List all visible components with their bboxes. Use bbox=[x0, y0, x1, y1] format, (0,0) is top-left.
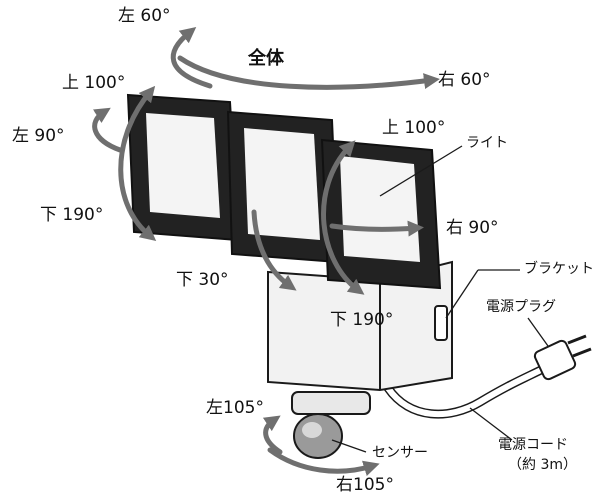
arrow-sensor-left bbox=[262, 415, 283, 455]
bracket-screw bbox=[434, 305, 448, 341]
label-panel3-up: 上 100° bbox=[382, 118, 446, 138]
power-cord bbox=[383, 363, 550, 419]
arrow-whole-right bbox=[177, 55, 440, 90]
arrow-panel2-down bbox=[251, 209, 297, 291]
callout-sensor: センサー bbox=[372, 445, 428, 461]
callout-cord-note: （約 3m） bbox=[508, 457, 577, 473]
leader-sensor bbox=[331, 439, 367, 453]
arrow-whole-left bbox=[170, 26, 213, 89]
leader-bracket bbox=[445, 269, 479, 319]
arrow-panel1-left bbox=[92, 107, 123, 153]
label-sensor-left: 左105° bbox=[206, 398, 264, 418]
light-panel-1 bbox=[126, 93, 240, 242]
callout-bracket: ブラケット bbox=[524, 261, 594, 277]
label-panel3-right: 右 90° bbox=[446, 218, 499, 238]
arrow-sensor-right bbox=[267, 447, 380, 477]
motion-sensor bbox=[291, 391, 371, 459]
arrow-panel3-right bbox=[329, 220, 424, 237]
label-whole: 全体 bbox=[248, 48, 284, 69]
label-sensor-right: 右105° bbox=[336, 475, 394, 495]
label-panel1-down: 下 190° bbox=[40, 205, 104, 225]
arrow-panel3-updown bbox=[321, 140, 365, 295]
callout-light: ライト bbox=[466, 135, 508, 151]
leader-cord bbox=[469, 407, 513, 441]
light-panel-2 bbox=[226, 110, 340, 264]
label-panel2-down: 下 30° bbox=[176, 270, 229, 290]
leader-plug bbox=[527, 317, 549, 347]
label-panel1-left: 左 90° bbox=[12, 126, 65, 146]
label-whole-right: 右 60° bbox=[438, 70, 491, 90]
label-panel3-down: 下 190° bbox=[330, 310, 394, 330]
leader-light bbox=[379, 145, 463, 197]
arrow-panel1-updown bbox=[118, 85, 157, 242]
label-whole-left: 左 60° bbox=[118, 6, 171, 26]
callout-cord: 電源コード bbox=[498, 437, 568, 453]
callout-plug: 電源プラグ bbox=[486, 299, 556, 315]
power-plug bbox=[533, 334, 592, 381]
label-panel1-up: 上 100° bbox=[62, 73, 126, 93]
